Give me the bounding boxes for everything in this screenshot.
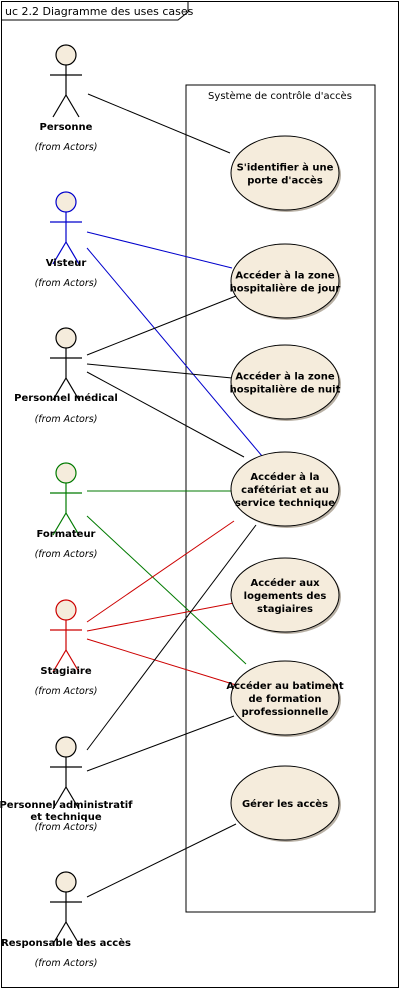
usecase-label: hospitalière de jour — [230, 283, 341, 295]
actor-stick-figure-icon — [50, 736, 82, 810]
actors: Personne (from Actors) Visteur (from Actors… — [0, 44, 133, 969]
usecase-label: Accéder aux — [250, 577, 320, 589]
association-stagiaire-batiment — [86, 638, 237, 686]
actor-name: Visteur — [46, 258, 87, 269]
usecase-ellipse — [230, 660, 340, 736]
actor-name: Personne — [40, 122, 93, 133]
actor-name: Personnel médical — [14, 392, 118, 404]
usecase-batiment[interactable]: Accéder au batiment de formation professio… — [226, 660, 344, 737]
association-personnel-admin-batiment — [86, 715, 235, 772]
frame-title: uc 2.2 Diagramme des uses cases — [5, 5, 194, 18]
actor-responsable[interactable]: Responsable des accès (from Actors) — [1, 871, 131, 969]
usecase-label: Gérer les accès — [242, 798, 328, 810]
usecase-label: hospitalière de nuit — [230, 384, 341, 396]
actor-stagiaire[interactable]: Stagiaire (from Actors) — [35, 599, 98, 697]
actor-from-label: (from Actors) — [35, 686, 98, 697]
usecase-ellipse — [230, 243, 340, 319]
actor-from-label: (from Actors) — [35, 549, 98, 560]
association-responsable-gerer — [86, 823, 237, 898]
usecase-label: professionnelle — [242, 707, 329, 718]
usecase-label: logements des — [244, 591, 327, 602]
usecase-label: porte d'accès — [247, 175, 323, 187]
association-formateur-batiment — [86, 515, 247, 665]
actor-from-label: (from Actors) — [35, 822, 98, 833]
actor-stick-figure-icon — [50, 327, 82, 401]
actor-visiteur[interactable]: Visteur (from Actors) — [35, 191, 98, 289]
association-visiteur-zone-jour — [86, 231, 233, 269]
usecase-label: Accéder à la zone — [235, 270, 334, 282]
actor-stick-figure-icon — [50, 462, 82, 536]
usecase-label: Accéder à la zone — [235, 371, 334, 383]
actor-from-label: (from Actors) — [35, 414, 98, 425]
usecase-label: de formation — [249, 694, 322, 705]
usecase-label: service technique — [235, 498, 335, 509]
actor-personne[interactable]: Personne (from Actors) — [35, 44, 98, 153]
actor-formateur[interactable]: Formateur (from Actors) — [35, 462, 98, 560]
usecase-label: S'identifier à une — [237, 162, 334, 174]
actor-from-label: (from Actors) — [35, 278, 98, 289]
associations — [86, 93, 263, 898]
actor-personnel-medical[interactable]: Personnel médical (from Actors) — [14, 327, 118, 425]
association-personnel-medical-zone-jour — [86, 295, 237, 356]
association-stagiaire-cafeteria — [86, 520, 235, 623]
frame-title-tab — [1, 1, 189, 21]
association-personnel-medical-cafeteria — [86, 371, 245, 458]
system-label: Système de contrôle d'accès — [208, 90, 352, 102]
actor-name: Responsable des accès — [1, 937, 131, 949]
actor-name: Stagiaire — [40, 666, 91, 677]
usecase-ellipse — [230, 135, 340, 211]
usecase-ellipse — [230, 765, 340, 841]
usecase-gerer[interactable]: Gérer les accès — [230, 765, 341, 842]
usecase-label: Accéder au batiment — [226, 680, 344, 692]
association-personnel-medical-zone-nuit — [86, 363, 233, 379]
association-personnel-admin-cafeteria — [86, 524, 257, 751]
usecase-ellipse — [230, 557, 340, 633]
usecase-ellipse — [230, 344, 340, 420]
association-personne-identifier — [87, 93, 231, 154]
association-stagiaire-logements — [86, 602, 235, 632]
actor-from-label: (from Actors) — [35, 142, 98, 153]
usecase-label: cafétériat et au — [241, 484, 329, 496]
actor-from-label: (from Actors) — [35, 958, 98, 969]
actor-stick-figure-icon — [50, 44, 82, 118]
actor-stick-figure-icon — [50, 599, 82, 673]
usecase-ellipse — [230, 451, 340, 527]
association-visiteur-cafeteria — [86, 247, 263, 457]
actor-stick-figure-icon — [50, 191, 82, 265]
actor-stick-figure-icon — [50, 871, 82, 945]
usecase-label: stagiaires — [257, 604, 313, 615]
usecase-label: Accéder à la — [250, 471, 319, 483]
usecase-logements[interactable]: Accéder aux logements des stagiaires — [230, 557, 341, 634]
actor-name: Formateur — [36, 529, 95, 540]
